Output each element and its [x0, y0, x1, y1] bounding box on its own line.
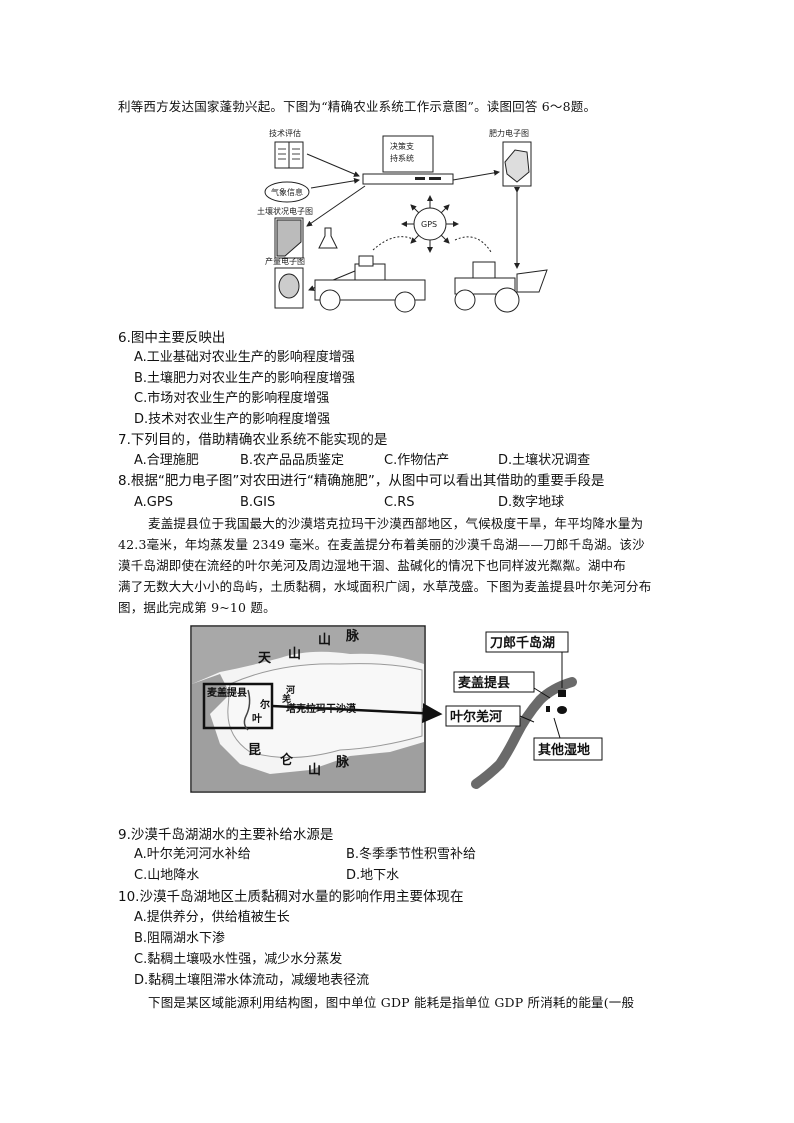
- kunlun-char-1: 昆: [248, 742, 261, 758]
- q9-stem: 9.沙漠千岛湖湖水的主要补给水源是: [118, 827, 334, 843]
- q10-option-d: D.黏稠土壤阻滞水体流动，减缓地表径流: [134, 973, 370, 988]
- inset-lake-label: 刀郎千岛湖: [490, 635, 555, 651]
- q9-option-b: B.冬季季节性积雪补给: [346, 847, 477, 862]
- inset-wetland-label: 其他湿地: [538, 742, 590, 758]
- computer-icon: [362, 135, 454, 185]
- q6-stem: 6.图中主要反映出: [118, 330, 226, 346]
- gps-label: GPS: [421, 220, 437, 229]
- inset-county-label: 麦盖提县: [458, 675, 510, 691]
- inset-river: [471, 677, 577, 789]
- tianshan-char-1: 天: [258, 651, 272, 666]
- soil-map-label: 土壤状况电子图: [257, 206, 313, 216]
- harvester-icon: [314, 255, 426, 313]
- q7-option-c: C.作物估产: [384, 453, 450, 468]
- book-icon: [274, 141, 304, 169]
- passage-line-3: 漠千岛湖即使在流经的叶尔羌河及周边湿地干涸、盐碱化的情况下也同样波光粼粼。湖中布: [118, 558, 627, 573]
- kunlun-char-2: 仑: [280, 752, 294, 768]
- q7-option-b: B.农产品品质鉴定: [240, 453, 345, 468]
- q8-stem: 8.根据“肥力电子图”对农田进行“精确施肥”，从图中可以看出其借助的重要手段是: [118, 473, 605, 489]
- q9-option-d: D.地下水: [346, 868, 400, 883]
- river-char-3: 尔: [259, 698, 270, 711]
- q10-option-c: C.黏稠土壤吸水性强，减少水分蒸发: [134, 952, 343, 967]
- soil-map-icon: [274, 217, 304, 259]
- q7-option-a: A.合理施肥: [134, 453, 199, 468]
- fert-map-icon: [502, 141, 532, 187]
- yield-map-label: 产量电子图: [265, 256, 305, 266]
- intro-line: 利等西方发达国家蓬勃兴起。下图为“精确农业系统工作示意图”。读图回答 6～8题。: [118, 99, 597, 114]
- q6-option-b: B.土壤肥力对农业生产的影响程度增强: [134, 371, 356, 386]
- q10-stem: 10.沙漠千岛湖地区土质黏稠对水量的影响作用主要体现在: [118, 889, 464, 905]
- yield-map-icon: [274, 267, 304, 309]
- tianshan-char-2: 山: [288, 646, 301, 662]
- q9-option-c: C.山地降水: [134, 868, 200, 883]
- maigaiti-label: 麦盖提县: [207, 686, 247, 699]
- fert-map-label: 肥力电子图: [489, 128, 529, 138]
- passage-line-2: 42.3毫米，年均蒸发量 2349 毫米。在麦盖提分布着美丽的沙漠千岛湖——刀郎…: [118, 537, 645, 552]
- q9-option-a: A.叶尔羌河河水补给: [134, 847, 251, 862]
- q8-option-c: C.RS: [384, 495, 415, 510]
- tractor-icon: [454, 261, 548, 313]
- kunlun-char-3: 山: [308, 762, 321, 778]
- q6-option-a: A.工业基础对农业生产的影响程度增强: [134, 350, 355, 365]
- last-line: 下图是某区域能源利用结构图，图中单位 GDP 能耗是指单位 GDP 所消耗的能量…: [148, 995, 635, 1010]
- q7-option-d: D.土壤状况调查: [498, 453, 591, 468]
- kunlun-char-4: 脉: [335, 754, 350, 770]
- flask-icon: [318, 227, 338, 249]
- q8-option-d: D.数字地球: [498, 495, 565, 510]
- inset-river-label: 叶尔羌河: [450, 709, 502, 725]
- q10-option-b: B.阻隔湖水下渗: [134, 931, 226, 946]
- tianshan-char-4: 脉: [345, 628, 360, 644]
- q8-option-b: B.GIS: [240, 495, 276, 510]
- q6-option-d: D.技术对农业生产的影响程度增强: [134, 412, 331, 427]
- precision-agriculture-diagram: 技术评估 决策支 持系统 肥力电子图 气象信息 土壤状况电子图 产量电子图: [257, 128, 548, 313]
- weather-label: 气象信息: [271, 187, 303, 197]
- decision-label-2: 持系统: [390, 153, 414, 163]
- q7-stem: 7.下列目的，借助精确农业系统不能实现的是: [118, 432, 388, 448]
- q10-option-a: A.提供养分，供给植被生长: [134, 910, 290, 925]
- inset-lake-marks: [546, 690, 567, 714]
- river-char-2: 羌: [282, 693, 291, 705]
- river-char-1: 河: [286, 684, 295, 696]
- passage-line-1: 麦盖提县位于我国最大的沙漠塔克拉玛干沙漠西部地区，气候极度干旱，年平均降水量为: [148, 516, 644, 531]
- river-char-4: 叶: [252, 712, 262, 725]
- q8-option-a: A.GPS: [134, 495, 173, 510]
- cloud-icon: [264, 181, 310, 203]
- decision-label-1: 决策支: [390, 141, 414, 151]
- yarkand-river-map: 天 山 山 脉 塔克拉玛干沙漠 河 羌 麦盖提县 尔 叶 昆 仑 山 脉 刀郎千…: [190, 625, 603, 793]
- q6-option-c: C.市场对农业生产的影响程度增强: [134, 391, 330, 406]
- gps-satellite-icon: [401, 195, 459, 253]
- passage-line-5: 图，据此完成第 9~10 题。: [118, 600, 276, 615]
- tianshan-char-3: 山: [318, 632, 331, 648]
- passage-line-4: 满了无数大大小小的岛屿，土质黏稠，水域面积广阔，水草茂盛。下图为麦盖提县叶尔羌河…: [118, 579, 652, 594]
- tech-eval-label: 技术评估: [269, 128, 301, 138]
